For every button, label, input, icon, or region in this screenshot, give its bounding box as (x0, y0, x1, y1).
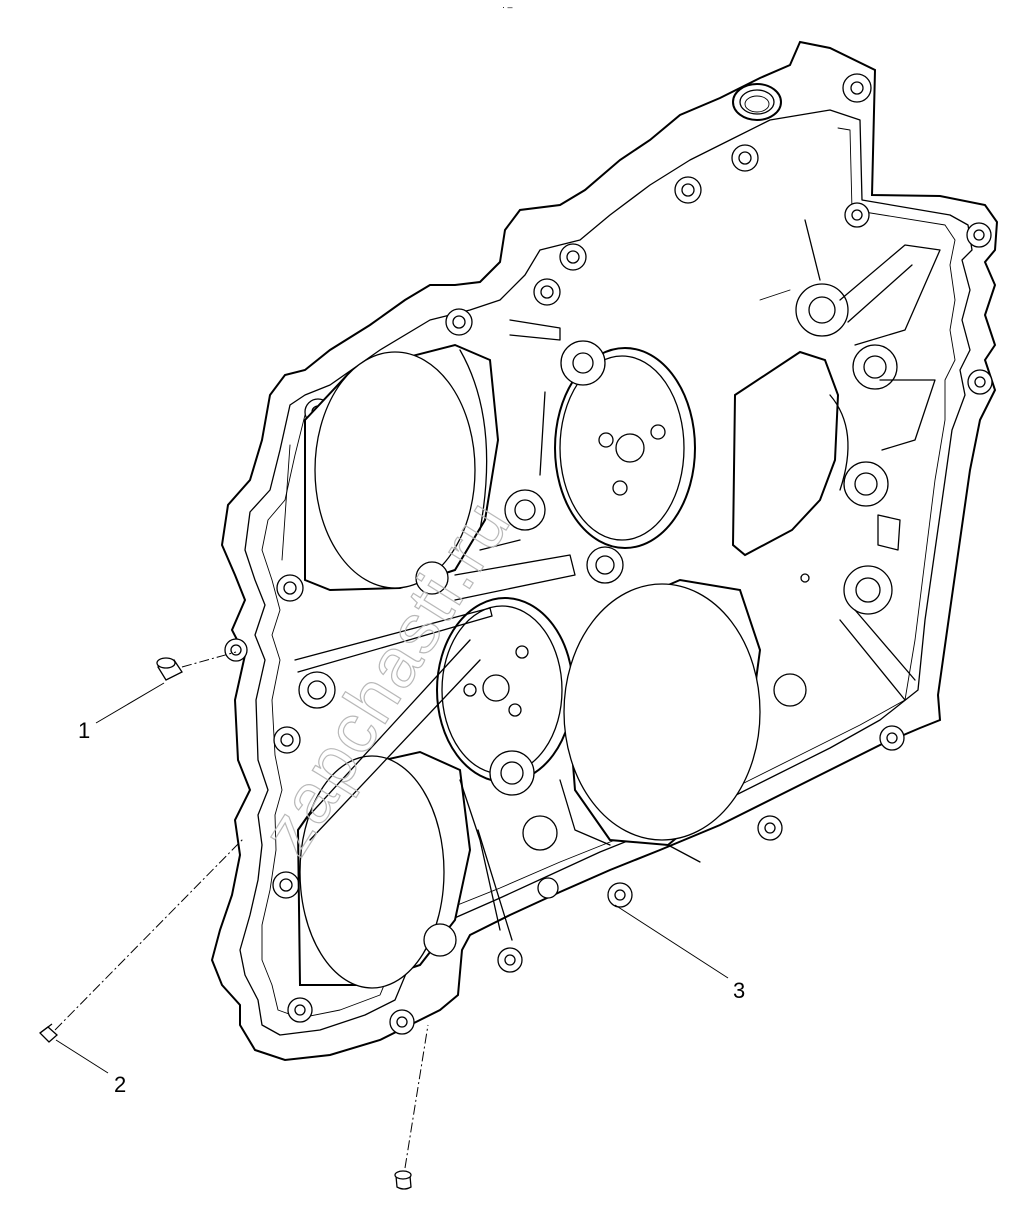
callout-3: 3 (733, 978, 745, 1003)
bolt-hole (273, 726, 301, 754)
crankshaft-opening (563, 578, 762, 863)
reinforcing-ribs (281, 219, 941, 941)
bolt-hole (389, 1009, 415, 1035)
part-2-center-line (54, 837, 245, 1031)
boss (795, 283, 849, 337)
bolt-hole (844, 202, 870, 228)
boss (586, 546, 624, 584)
bolt-hole (879, 725, 905, 751)
bolt-hole (966, 222, 992, 248)
bolt-hole (497, 947, 523, 973)
part-2-plug (39, 1023, 58, 1043)
bolt-hole (674, 176, 702, 204)
boss (843, 565, 893, 615)
top-filler-boss (732, 83, 782, 121)
boss (415, 561, 449, 595)
boss (537, 877, 559, 899)
top-mark: · – (502, 2, 513, 12)
upper-gear-disc (554, 347, 696, 549)
perimeter-bolt-holes (224, 73, 993, 1035)
bolt-hole (224, 638, 248, 662)
lower-left-opening (296, 750, 472, 989)
bolt-hole (967, 369, 993, 395)
boss (843, 461, 889, 507)
part-1-leader (95, 682, 165, 724)
internal-bosses (298, 283, 898, 957)
boss (773, 673, 807, 707)
lower-gear-disc (436, 597, 574, 783)
bolt-hole (731, 144, 759, 172)
boss (852, 344, 898, 390)
bolt-hole (287, 997, 313, 1023)
bolt-hole (559, 243, 587, 271)
upper-left-opening (304, 343, 500, 592)
bolt-hole (757, 815, 783, 841)
part-3-leader (614, 904, 729, 979)
callout-1: 1 (78, 718, 90, 743)
bolt-hole (272, 871, 300, 899)
boss (504, 489, 546, 531)
bolt-hole (533, 278, 561, 306)
bolt-hole (842, 73, 872, 103)
bottom-plug-center-line (404, 1024, 429, 1169)
boss (423, 923, 457, 957)
bolt-hole (445, 308, 473, 336)
housing-inner-flange (239, 109, 973, 1036)
part-2-leader (55, 1039, 109, 1074)
boss (560, 340, 606, 386)
bolt-hole (276, 574, 304, 602)
part-1-dowel-pin (156, 657, 183, 681)
callout-2: 2 (114, 1072, 126, 1097)
upper-right-window (731, 350, 849, 557)
pin-hole (800, 573, 810, 583)
bottom-plug (394, 1170, 412, 1190)
timing-gear-housing (210, 40, 999, 1062)
boss (522, 815, 558, 851)
bolt-hole (607, 882, 633, 908)
boss (489, 750, 535, 796)
part-1-center-line (181, 651, 237, 668)
boss (298, 671, 336, 709)
